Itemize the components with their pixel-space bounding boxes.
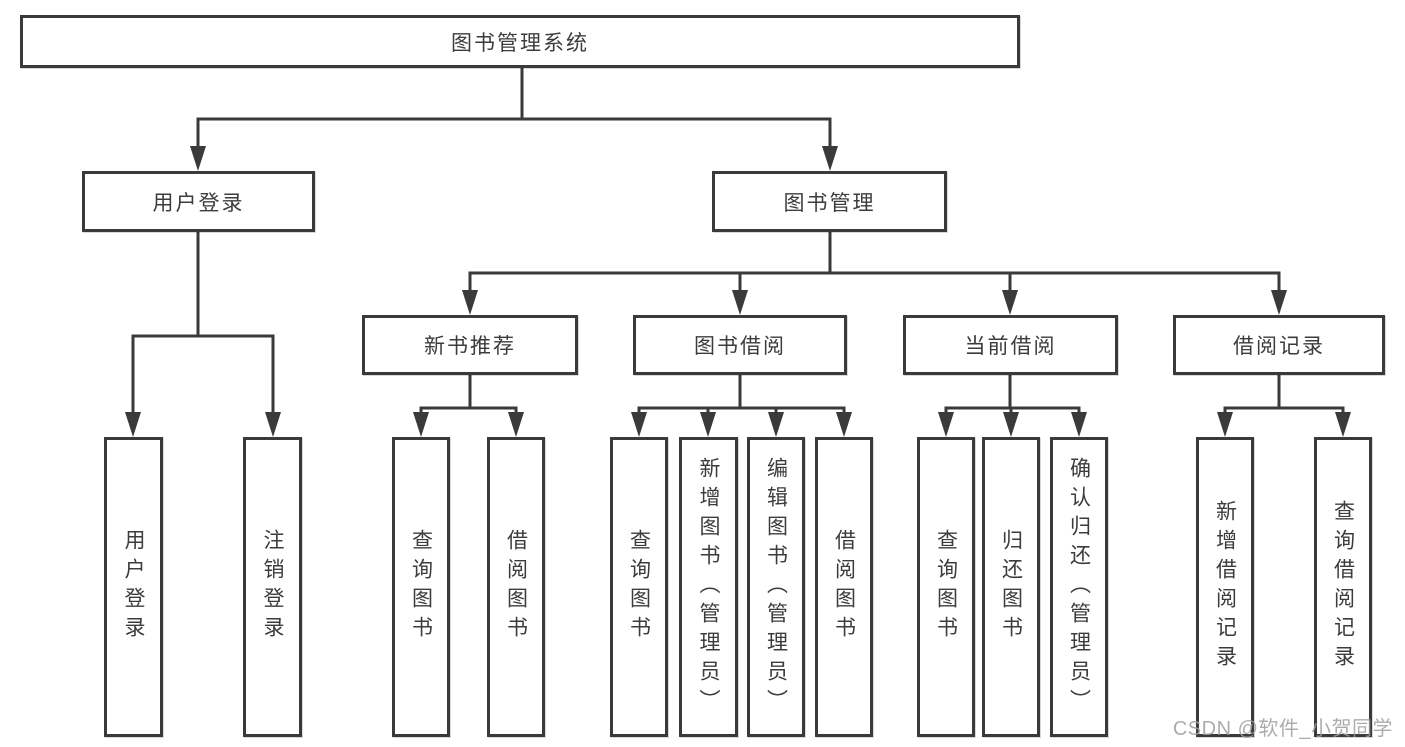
leaf-query-borrow-record: 查询借阅记录 bbox=[1314, 437, 1372, 737]
arrowhead bbox=[1003, 412, 1019, 437]
leaf-borrow-books: 借阅图书 bbox=[815, 437, 873, 737]
tree-edges bbox=[131, 66, 1345, 418]
leaf-query-books-borrow: 查询图书 bbox=[610, 437, 668, 737]
leaf-return-books-label: 归还图书 bbox=[999, 529, 1023, 645]
arrowhead bbox=[462, 290, 478, 315]
node-book-management-label: 图书管理 bbox=[783, 191, 876, 215]
arrowheads bbox=[125, 146, 1351, 437]
arrowhead bbox=[1335, 412, 1351, 437]
arrowhead bbox=[938, 412, 954, 437]
leaf-add-borrow-record-label: 新增借阅记录 bbox=[1213, 500, 1237, 674]
leaf-add-borrow-record: 新增借阅记录 bbox=[1196, 437, 1254, 737]
leaf-query-books-recommend: 查询图书 bbox=[392, 437, 450, 737]
leaf-borrow-books-label: 借阅图书 bbox=[832, 529, 856, 645]
leaf-logout-label: 注销登录 bbox=[261, 529, 284, 645]
arrowhead bbox=[125, 412, 141, 437]
leaf-add-book-admin-label: 新增图书（管理员） bbox=[697, 456, 720, 718]
node-borrow-records: 借阅记录 bbox=[1173, 315, 1385, 375]
leaf-confirm-return-admin-label: 确认归还（管理员） bbox=[1067, 456, 1091, 718]
leaf-query-books-current: 查询图书 bbox=[917, 437, 975, 737]
node-root-label: 图书管理系统 bbox=[451, 31, 589, 55]
node-user-login: 用户登录 bbox=[82, 171, 315, 232]
leaf-add-book-admin: 新增图书（管理员） bbox=[679, 437, 738, 737]
leaf-query-books-current-label: 查询图书 bbox=[934, 529, 958, 645]
node-user-login-label: 用户登录 bbox=[152, 191, 245, 215]
leaf-edit-book-admin: 编辑图书（管理员） bbox=[747, 437, 805, 737]
edge-root-to-level2 bbox=[196, 66, 832, 152]
arrowhead bbox=[508, 412, 524, 437]
leaf-confirm-return-admin: 确认归还（管理员） bbox=[1050, 437, 1108, 737]
leaf-user-login: 用户登录 bbox=[104, 437, 163, 737]
node-borrow-records-label: 借阅记录 bbox=[1233, 335, 1325, 358]
leaf-query-books-borrow-label: 查询图书 bbox=[627, 529, 651, 645]
leaf-query-books-recommend-label: 查询图书 bbox=[409, 529, 433, 645]
edge-book-mgmt-to-level3 bbox=[468, 230, 1281, 296]
leaf-edit-book-admin-label: 编辑图书（管理员） bbox=[764, 456, 788, 718]
edge-records-to-leaves bbox=[1223, 373, 1345, 418]
leaf-borrow-books-recommend-label: 借阅图书 bbox=[504, 529, 528, 645]
edge-current-to-leaves bbox=[944, 373, 1081, 418]
arrowhead bbox=[768, 412, 784, 437]
node-new-book-recommend-label: 新书推荐 bbox=[424, 335, 516, 358]
arrowhead bbox=[1217, 412, 1233, 437]
node-new-book-recommend: 新书推荐 bbox=[362, 315, 578, 375]
leaf-borrow-books-recommend: 借阅图书 bbox=[487, 437, 545, 737]
arrowhead bbox=[1071, 412, 1087, 437]
arrowhead bbox=[700, 412, 716, 437]
node-current-borrow: 当前借阅 bbox=[903, 315, 1118, 375]
leaf-query-borrow-record-label: 查询借阅记录 bbox=[1331, 500, 1355, 674]
edge-user-login-to-leaves bbox=[131, 230, 275, 418]
node-book-management: 图书管理 bbox=[712, 171, 947, 232]
edge-borrow-to-leaves bbox=[637, 373, 846, 418]
leaf-user-login-label: 用户登录 bbox=[122, 529, 145, 645]
arrowhead bbox=[265, 412, 281, 437]
arrowhead bbox=[822, 146, 838, 171]
arrowhead bbox=[1002, 290, 1018, 315]
node-book-borrow: 图书借阅 bbox=[633, 315, 847, 375]
edge-new-book-to-leaves bbox=[419, 373, 518, 418]
node-book-borrow-label: 图书借阅 bbox=[694, 335, 786, 358]
leaf-return-books: 归还图书 bbox=[982, 437, 1040, 737]
arrowhead bbox=[631, 412, 647, 437]
leaf-logout: 注销登录 bbox=[243, 437, 302, 737]
node-root-system: 图书管理系统 bbox=[20, 15, 1020, 68]
arrowhead bbox=[836, 412, 852, 437]
arrowhead bbox=[732, 290, 748, 315]
arrowhead bbox=[1271, 290, 1287, 315]
arrowhead bbox=[413, 412, 429, 437]
arrowhead bbox=[190, 146, 206, 171]
csdn-watermark: CSDN @软件_小贺同学 bbox=[1172, 718, 1393, 740]
node-current-borrow-label: 当前借阅 bbox=[964, 335, 1057, 358]
